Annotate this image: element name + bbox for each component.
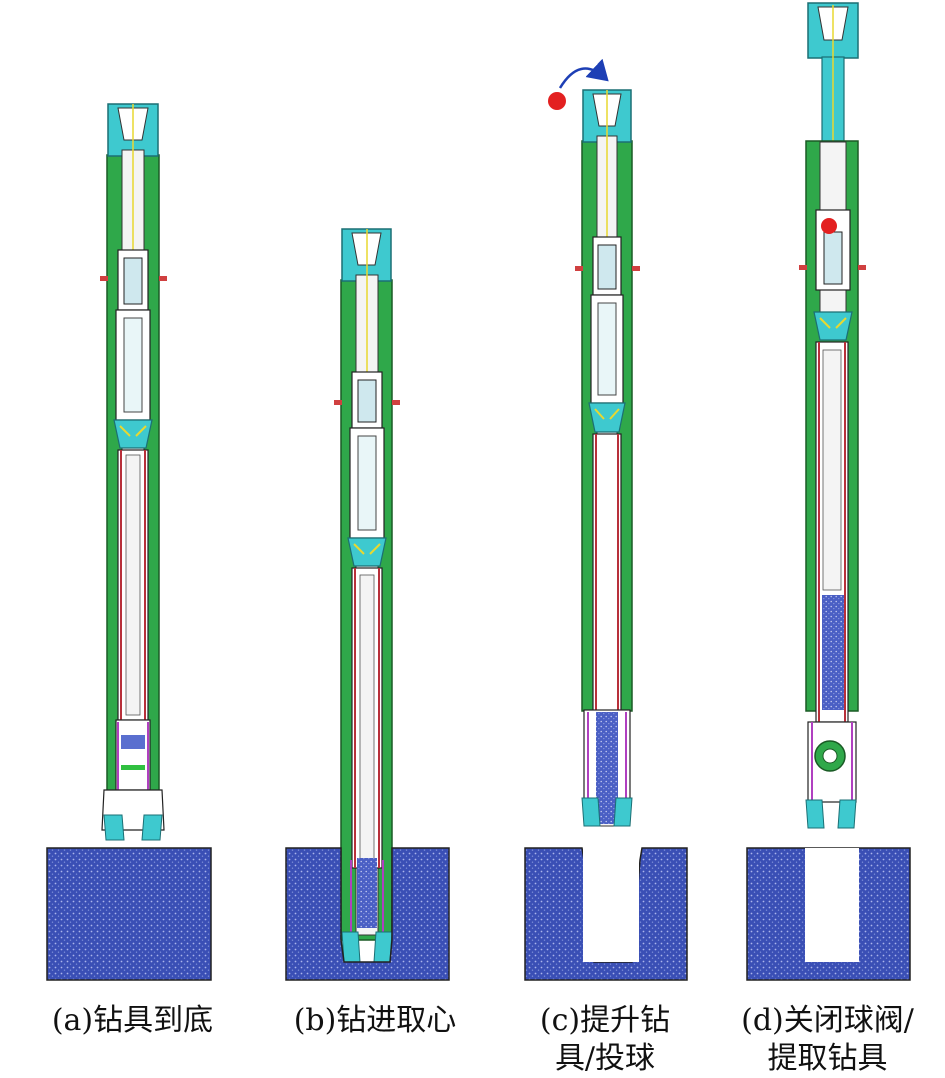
caption-b-line-1: (b)钻进取心 [293, 1003, 457, 1038]
panel-b-rock [285, 847, 450, 981]
panel-a-rock [46, 847, 212, 981]
panel-c-hole [583, 848, 639, 962]
caption-c-line-1: (c)提升钻 [539, 1003, 671, 1038]
seated-ball [821, 218, 837, 234]
panel-a-tool [100, 103, 167, 841]
drop-arrow [558, 58, 609, 89]
caption-d: (d)关闭球阀/ 提取钻具 [715, 1002, 940, 1078]
caption-d-line-1: (d)关闭球阀/ [741, 1003, 914, 1038]
caption-b: (b)钻进取心 [265, 1002, 485, 1040]
caption-c-line-2: 具/投球 [554, 1041, 656, 1076]
caption-a-line-1: (a)钻具到底 [51, 1003, 214, 1038]
panel-d-tool [799, 2, 866, 829]
panel-c-tool [575, 89, 640, 827]
panel-b-tool [334, 228, 400, 963]
drop-ball [548, 92, 566, 110]
caption-a: (a)钻具到底 [20, 1002, 245, 1040]
caption-c: (c)提升钻 具/投球 [505, 1002, 705, 1078]
panel-d-hole [805, 848, 859, 962]
caption-d-line-2: 提取钻具 [767, 1041, 888, 1076]
